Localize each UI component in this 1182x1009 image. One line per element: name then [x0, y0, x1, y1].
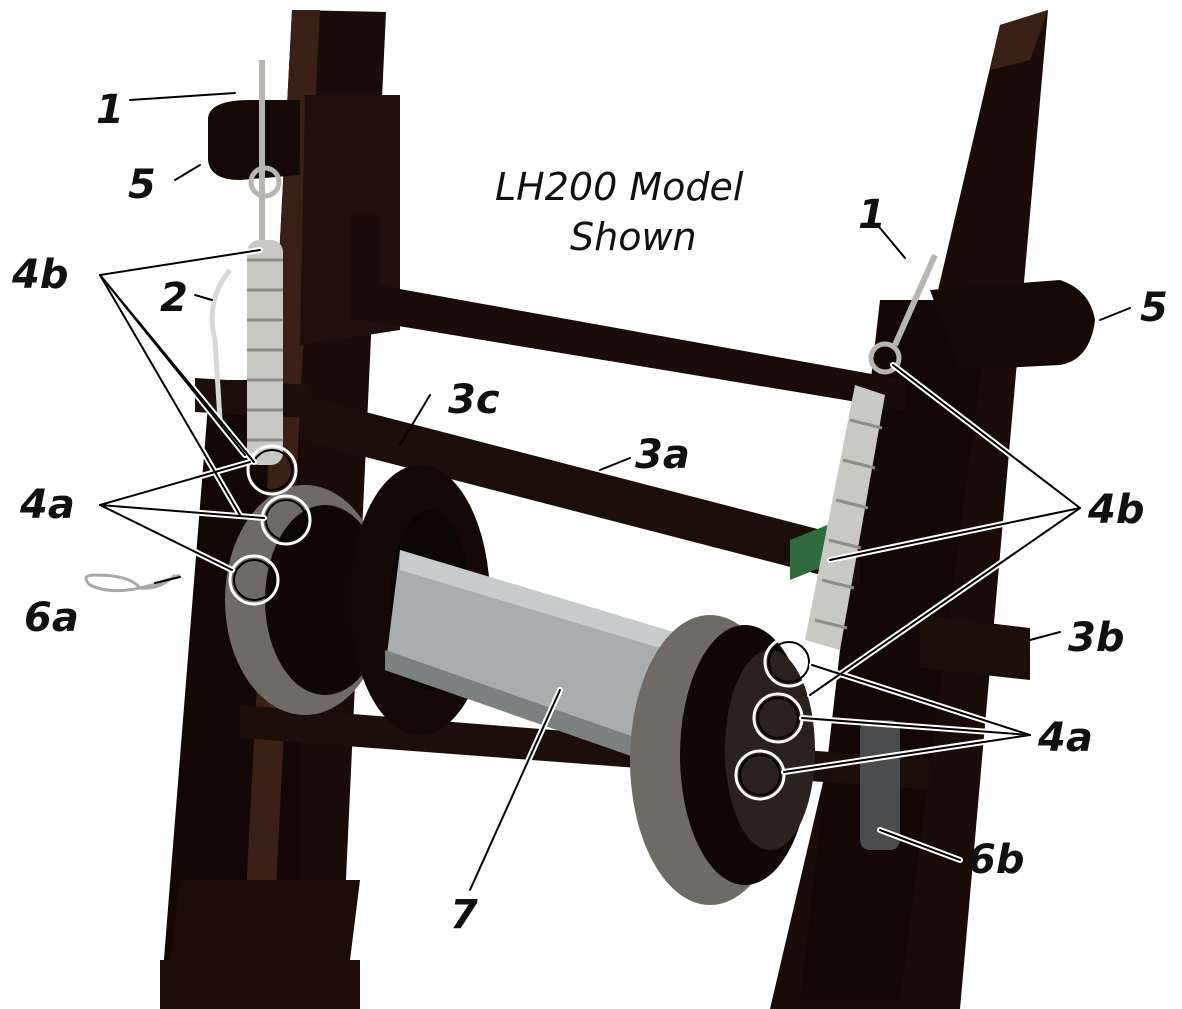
model-title-line2: Shown: [570, 215, 697, 259]
right-handle: [930, 280, 1095, 370]
callout-5-right: 5: [1140, 285, 1168, 331]
callout-4a-right: 4a: [1038, 715, 1093, 761]
hairpin-6a: [84, 573, 181, 593]
model-title-line1: LH200 Model: [495, 165, 744, 209]
callout-3a: 3a: [635, 432, 690, 478]
cable-drum: [385, 550, 700, 780]
right-spring: [805, 253, 938, 650]
callout-5-left: 5: [128, 162, 156, 208]
callout-4b-left: 4b: [12, 252, 69, 298]
callout-3c: 3c: [448, 377, 500, 423]
callout-6b: 6b: [968, 837, 1025, 883]
left-spring: [247, 60, 283, 465]
callout-2: 2: [160, 275, 188, 321]
callout-4b-right: 4b: [1088, 487, 1145, 533]
callout-4a-left: 4a: [20, 482, 75, 528]
callout-6a: 6a: [24, 595, 79, 641]
callout-1-right: 1: [858, 192, 886, 238]
leader-lines: [99, 92, 1131, 891]
callout-7: 7: [450, 892, 478, 938]
callout-3b: 3b: [1068, 615, 1125, 661]
left-handle: [208, 100, 300, 180]
callout-1-left: 1: [96, 87, 124, 133]
pin-2: [209, 268, 232, 421]
